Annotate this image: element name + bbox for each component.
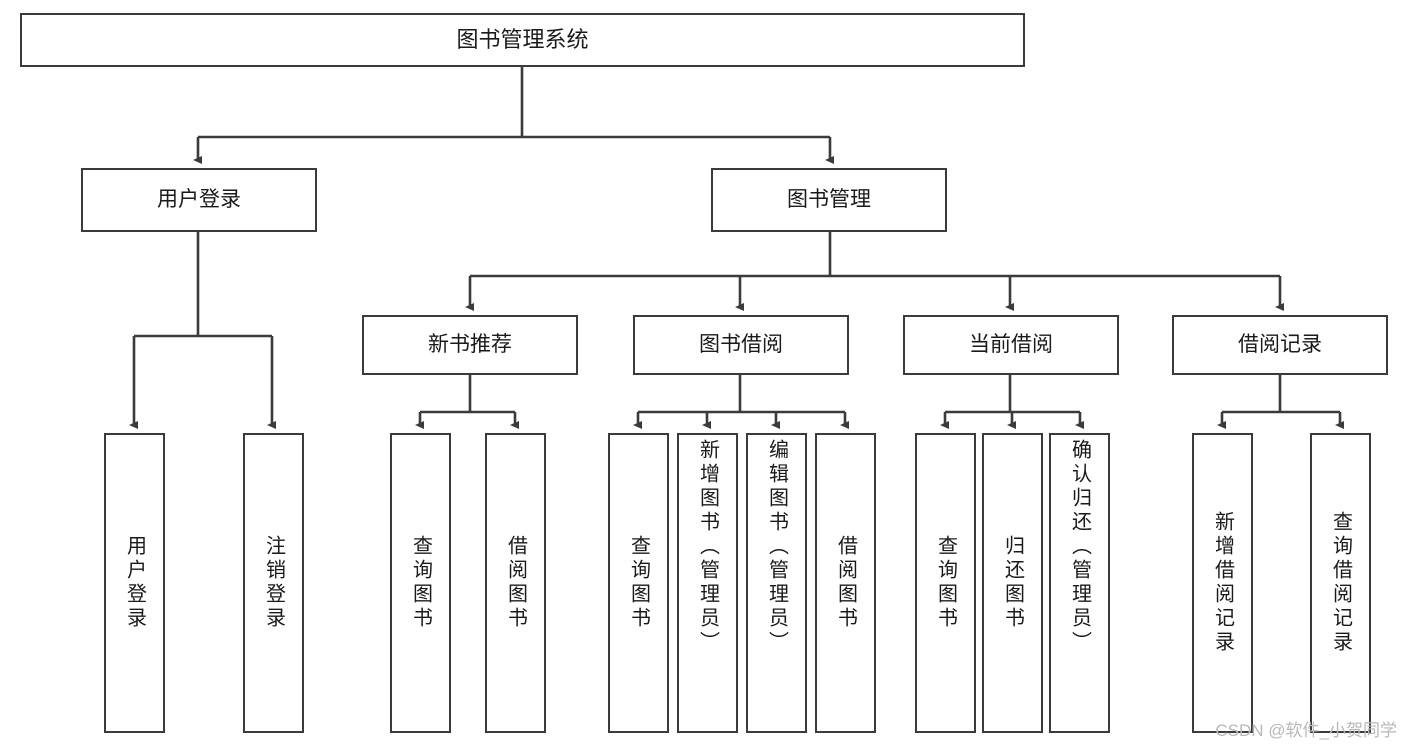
leaf-edit-book-admin-label: 编辑图书（管理员） [765, 439, 788, 655]
node-user-login-label: 用户登录 [157, 187, 241, 211]
node-user-login[interactable]: 用户登录 [81, 168, 317, 232]
leaf-query-borrow-record-label: 查询借阅记录 [1329, 511, 1352, 655]
leaf-query-book-current-label: 查询图书 [934, 535, 957, 631]
node-borrow-record-label: 借阅记录 [1238, 332, 1322, 356]
node-current-borrow-label: 当前借阅 [969, 332, 1053, 356]
leaf-add-book-admin-label: 新增图书（管理员） [696, 439, 719, 655]
node-root[interactable]: 图书管理系统 [20, 13, 1025, 67]
leaf-confirm-return-admin-label: 确认归还（管理员） [1068, 439, 1091, 655]
node-new-book-recommend[interactable]: 新书推荐 [362, 315, 578, 375]
leaf-borrow-book-new-label: 借阅图书 [504, 535, 527, 631]
leaf-confirm-return-admin[interactable]: 确认归还（管理员） [1049, 433, 1110, 733]
leaf-query-borrow-record[interactable]: 查询借阅记录 [1310, 433, 1371, 733]
node-current-borrow[interactable]: 当前借阅 [903, 315, 1119, 375]
leaf-user-logout[interactable]: 注销登录 [243, 433, 304, 733]
leaf-add-book-admin[interactable]: 新增图书（管理员） [677, 433, 738, 733]
leaf-borrow-book-new[interactable]: 借阅图书 [485, 433, 546, 733]
leaf-add-borrow-record-label: 新增借阅记录 [1211, 511, 1234, 655]
leaf-user-login[interactable]: 用户登录 [104, 433, 165, 733]
leaf-borrow-book[interactable]: 借阅图书 [815, 433, 876, 733]
leaf-query-book-current[interactable]: 查询图书 [915, 433, 976, 733]
leaf-user-login-label: 用户登录 [123, 535, 146, 631]
node-book-management-label: 图书管理 [787, 187, 871, 211]
leaf-return-book[interactable]: 归还图书 [982, 433, 1043, 733]
node-borrow-record[interactable]: 借阅记录 [1172, 315, 1388, 375]
node-book-borrow[interactable]: 图书借阅 [633, 315, 849, 375]
leaf-query-book-borrow[interactable]: 查询图书 [608, 433, 669, 733]
leaf-add-borrow-record[interactable]: 新增借阅记录 [1192, 433, 1253, 733]
node-book-management[interactable]: 图书管理 [711, 168, 947, 232]
node-new-book-recommend-label: 新书推荐 [428, 332, 512, 356]
watermark: CSDN @软件_小贺同学 [1215, 721, 1397, 740]
leaf-query-book-new[interactable]: 查询图书 [390, 433, 451, 733]
leaf-return-book-label: 归还图书 [1001, 535, 1024, 631]
leaf-query-book-borrow-label: 查询图书 [627, 535, 650, 631]
leaf-user-logout-label: 注销登录 [262, 535, 285, 631]
leaf-query-book-new-label: 查询图书 [409, 535, 432, 631]
leaf-borrow-book-label: 借阅图书 [834, 535, 857, 631]
node-root-label: 图书管理系统 [456, 27, 589, 53]
leaf-edit-book-admin[interactable]: 编辑图书（管理员） [746, 433, 807, 733]
node-book-borrow-label: 图书借阅 [699, 332, 783, 356]
